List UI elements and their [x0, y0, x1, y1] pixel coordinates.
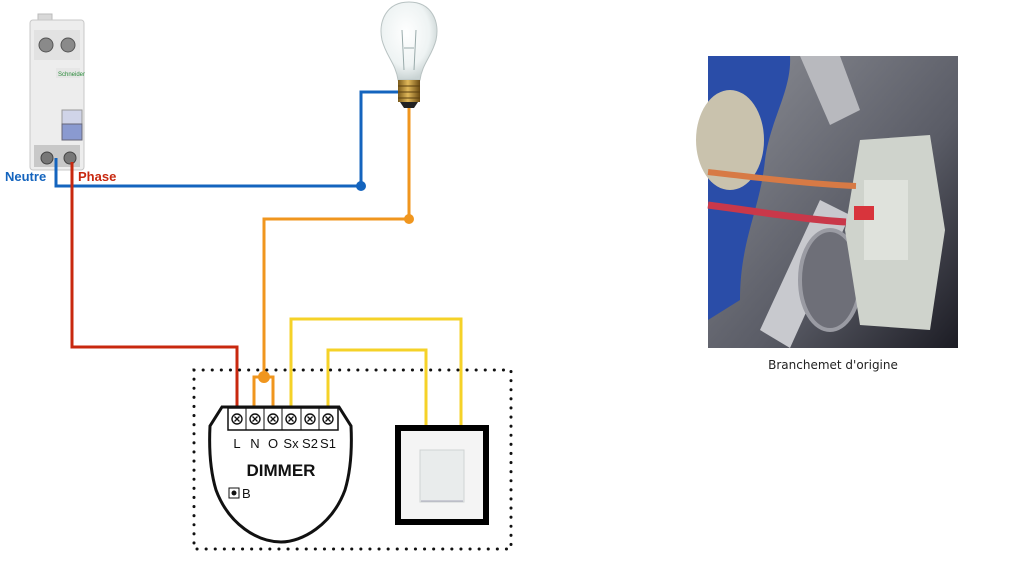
screw-cross-icon: [325, 416, 331, 422]
screw-cross-icon: [234, 416, 240, 422]
screw-cross-icon: [270, 416, 276, 422]
terminal-label-L: L: [233, 436, 240, 451]
light-bulb: [380, 1, 438, 108]
phase-wire: [70, 162, 239, 410]
screw-cross-icon: [288, 416, 294, 422]
terminal-label-N: N: [250, 436, 259, 451]
dimmer-title: DIMMER: [247, 461, 316, 480]
load-junction-top: [404, 214, 414, 224]
original-wiring-photo: [696, 56, 958, 348]
neutral-junction: [356, 181, 366, 191]
terminal-label-S2: S2: [302, 436, 318, 451]
dimmer-module: L N O Sx S2 S1 DIMMER B: [208, 405, 353, 544]
terminal-label-O: O: [268, 436, 278, 451]
circuit-breaker: Schneider: [29, 13, 85, 171]
switch-wire-s1: [326, 348, 428, 428]
switch-rocker[interactable]: [419, 449, 465, 503]
phase-label: Phase: [78, 169, 116, 184]
photo-caption: Branchemet d'origine: [768, 358, 898, 372]
load-junction-dimmer: [258, 371, 270, 383]
load-wire: [262, 108, 411, 376]
terminal-label-Sx: Sx: [283, 436, 299, 451]
neutral-label: Neutre: [5, 169, 46, 184]
terminal-labels: L N O Sx S2 S1: [233, 436, 336, 451]
switch-wire-sx: [289, 317, 463, 428]
breaker-brand: Schneider: [58, 72, 85, 78]
screw-cross-icon: [307, 416, 313, 422]
terminal-block: [227, 407, 339, 431]
wall-box-outline: [192, 368, 513, 551]
b-button-label: B: [242, 486, 251, 501]
terminal-label-S1: S1: [320, 436, 336, 451]
wall-switch: [395, 425, 489, 525]
b-button-dot: [231, 490, 237, 496]
screw-cross-icon: [252, 416, 258, 422]
